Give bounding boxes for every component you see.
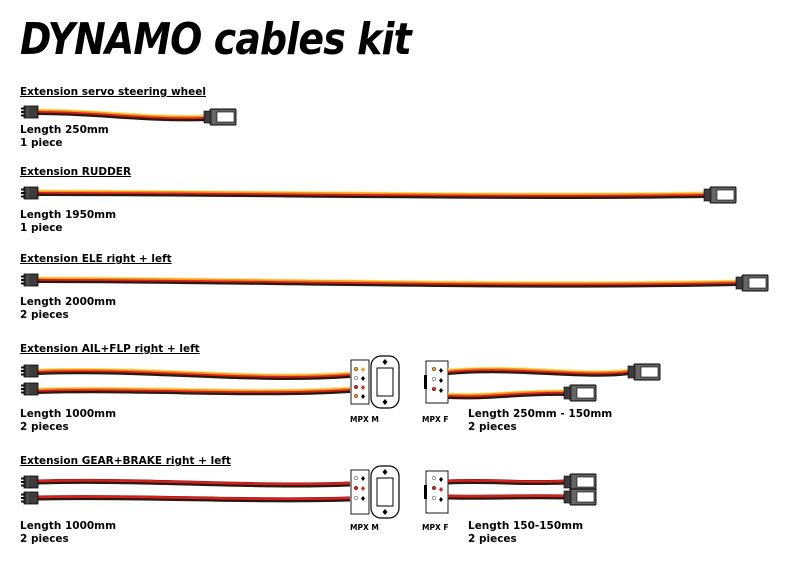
page-title: DYNAMO cables kit <box>20 14 412 65</box>
mpx-male-label: MPX M <box>350 415 379 424</box>
cable-rudder <box>20 186 737 204</box>
mpx-male-pins <box>354 476 365 501</box>
count-label: 2 pieces <box>20 533 69 545</box>
mpx-female-pins <box>432 476 443 502</box>
cable-gear-brake <box>20 465 597 519</box>
cable-ail-flp <box>20 355 661 409</box>
length-label: Length 1000mm <box>20 408 117 420</box>
count-label: 2 pieces <box>468 421 517 433</box>
count-label: 2 pieces <box>20 421 69 433</box>
section-info-gear-brake-right: Length 150-150mm 2 pieces <box>468 520 583 546</box>
section-info-ail-flp-right: Length 250mm - 150mm 2 pieces <box>468 408 612 434</box>
section-info-rudder: Length 1950mm 1 piece <box>20 209 116 235</box>
mpx-female-pins <box>432 367 443 393</box>
section-heading-steering: Extension servo steering wheel <box>20 86 206 98</box>
mpx-female-label: MPX F <box>422 523 449 532</box>
section-info-ele: Length 2000mm 2 pieces <box>20 296 116 322</box>
length-label: Length 150-150mm <box>468 520 584 532</box>
count-label: 1 piece <box>20 222 63 234</box>
length-label: Length 250mm - 150mm <box>468 408 613 420</box>
mpx-female-label: MPX F <box>422 415 449 424</box>
count-label: 1 piece <box>20 137 63 149</box>
length-label: Length 1000mm <box>20 520 117 532</box>
section-info-ail-flp: Length 1000mm 2 pieces <box>20 408 116 434</box>
count-label: 2 pieces <box>468 533 517 545</box>
length-label: Length 2000mm <box>20 296 117 308</box>
mpx-male-pins <box>354 367 365 399</box>
count-label: 2 pieces <box>20 309 69 321</box>
section-heading-ele: Extension ELE right + left <box>20 253 172 265</box>
section-heading-rudder: Extension RUDDER <box>20 166 132 178</box>
mpx-male-label: MPX M <box>350 523 379 532</box>
section-heading-gear-brake: Extension GEAR+BRAKE right + left <box>20 455 231 467</box>
cable-steering <box>20 105 237 126</box>
section-info-gear-brake: Length 1000mm 2 pieces <box>20 520 116 546</box>
section-heading-ail-flp: Extension AIL+FLP right + left <box>20 343 200 355</box>
section-info-steering: Length 250mm 1 piece <box>20 124 109 150</box>
length-label: Length 1950mm <box>20 209 117 221</box>
cable-ele <box>20 273 769 292</box>
length-label: Length 250mm <box>20 124 109 136</box>
